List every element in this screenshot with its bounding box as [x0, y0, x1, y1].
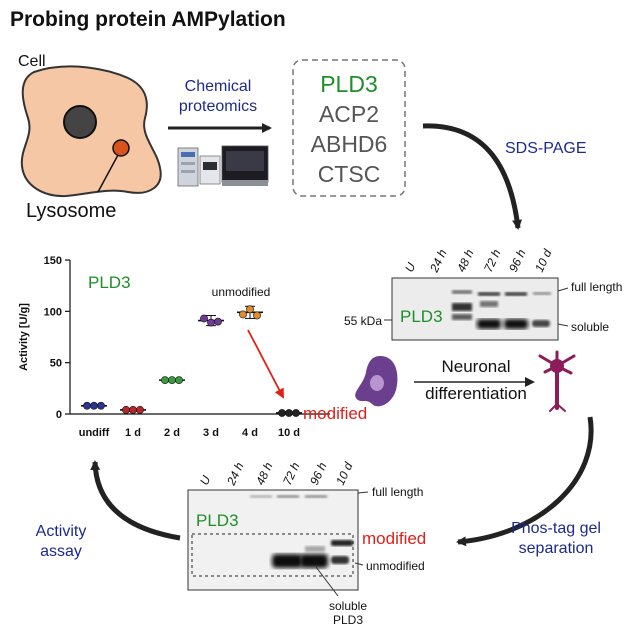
data-point: [168, 376, 176, 385]
modified-region-box: [191, 533, 354, 577]
figure-title: Probing protein AMPylation: [10, 8, 286, 31]
mass-spectrometer-icon: [177, 145, 269, 187]
lysosome: [112, 139, 130, 157]
x-tick-label: 3 d: [203, 427, 219, 439]
chart-title: PLD3: [88, 273, 131, 292]
data-point: [97, 401, 105, 410]
protein-acp2: ACP2: [319, 101, 379, 127]
x-tick-label: 1 d: [125, 427, 141, 439]
phos-tag-label-2: separation: [519, 540, 594, 557]
y-tick-label: 50: [50, 358, 62, 370]
sds-lane-labels: U 24 h 48 h 72 h 96 h 10 d: [402, 247, 555, 275]
sds-protein-label: PLD3: [400, 307, 443, 326]
y-tick-label: 0: [56, 409, 62, 421]
phos-tag-label-1: Phos-tag gel: [511, 520, 601, 537]
soluble-pld3-label-2: PLD3: [333, 613, 363, 627]
phos-lane-label: 24 h: [224, 460, 247, 488]
neuronal-differentiation: Neuronal differentiation: [355, 350, 576, 412]
modified-arrow: [247, 329, 284, 399]
differentiation-label: differentiation: [425, 384, 527, 403]
data-point: [90, 401, 98, 410]
sds-lane-label: 10 d: [532, 247, 555, 274]
sds-soluble-label: soluble: [571, 320, 609, 334]
phos-lane-label: 72 h: [280, 460, 303, 487]
lysosome-label: Lysosome: [26, 200, 116, 222]
data-point: [175, 376, 183, 385]
phos-full-length-label: full length: [372, 485, 423, 499]
soluble-pld3-label-1: soluble: [329, 599, 367, 613]
neuronal-label: Neuronal: [442, 357, 511, 376]
sds-lane-label: 48 h: [454, 247, 477, 274]
proteomics-label-1: Chemical: [185, 78, 252, 95]
cell-label: Cell: [18, 53, 46, 70]
sds-blot-frame: [391, 277, 559, 341]
data-point: [161, 376, 169, 385]
sds-page-label: SDS-PAGE: [505, 140, 587, 157]
data-point: [83, 401, 91, 410]
data-point: [253, 311, 261, 320]
data-point: [136, 405, 144, 414]
arrow-to-sds-page: [422, 123, 523, 230]
data-point: [239, 310, 247, 319]
sds-lane-label: 24 h: [427, 247, 450, 275]
data-point: [278, 409, 286, 417]
arrow-to-phos-tag: [456, 416, 594, 547]
activity-chart: 0 50 100 150 undiff 1 d 2 d 3 d 4 d 10 d Activit…: [18, 255, 367, 439]
activity-assay-label-2: assay: [40, 543, 82, 560]
phos-tag-blot: U 24 h 48 h 72 h 96 h 10 d PLD3 full len…: [187, 460, 426, 627]
data-point: [292, 409, 300, 417]
phos-lane-label: 96 h: [307, 460, 330, 487]
data-point: [285, 409, 293, 417]
y-tick-label: 100: [44, 306, 62, 318]
sds-full-length-label: full length: [571, 280, 622, 294]
phos-bands: [250, 495, 353, 568]
arrow-to-activity: [90, 460, 181, 541]
sds-lane-label: U: [402, 260, 418, 274]
soluble-pointer: [315, 566, 339, 597]
protein-pld3: PLD3: [320, 71, 378, 97]
x-tick-label: undiff: [79, 427, 110, 439]
unmodified-annotation: unmodified: [212, 285, 271, 299]
data-point: [122, 405, 130, 414]
lysosome-pointer: [97, 154, 119, 193]
data-point: [246, 305, 254, 314]
x-tick-label: 4 d: [242, 427, 258, 439]
x-tick-label: 2 d: [164, 427, 180, 439]
y-tick-label: 150: [44, 255, 62, 267]
cell-illustration: Cell Lysosome: [18, 53, 162, 222]
x-tick-label: 10 d: [278, 427, 300, 439]
phos-lane-labels: U 24 h 48 h 72 h 96 h 10 d: [197, 460, 356, 488]
data-point: [214, 317, 222, 326]
protein-abhd6: ABHD6: [311, 131, 388, 157]
protein-ctsc: CTSC: [318, 161, 381, 187]
sds-marker-label: 55 kDa: [344, 314, 382, 328]
phos-modified-label: modified: [362, 529, 426, 548]
sds-lane-label: 72 h: [481, 247, 504, 274]
phos-lane-label: U: [197, 473, 213, 487]
nucleus: [63, 105, 97, 139]
sds-page-blot: U 24 h 48 h 72 h 96 h 10 d PLD3 55 kDa f…: [344, 247, 622, 341]
phos-protein-label: PLD3: [196, 511, 239, 530]
activity-assay-label-1: Activity: [36, 523, 87, 540]
y-axis-label: Activity [U/g]: [18, 303, 30, 371]
proteomics-label-2: proteomics: [179, 98, 257, 115]
phos-blot-frame: [187, 489, 359, 591]
phos-lane-label: 48 h: [253, 460, 276, 487]
phos-lane-label: 10 d: [333, 460, 356, 487]
data-point: [200, 314, 208, 323]
sds-bands: [452, 290, 551, 329]
sds-lane-label: 96 h: [506, 247, 529, 274]
data-point: [207, 318, 215, 327]
data-point: [129, 405, 137, 414]
modified-annotation: modified: [303, 404, 367, 423]
phos-unmodified-label: unmodified: [366, 559, 425, 573]
